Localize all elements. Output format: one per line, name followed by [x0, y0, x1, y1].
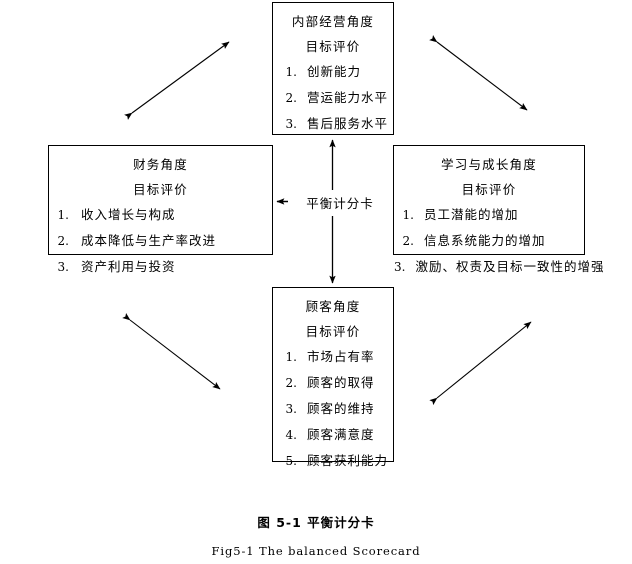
perspective-box-learning[interactable]: 学习与成长角度 目标评价 1. 员工潜能的增加 2. 信息系统能力的增加 3. … [393, 145, 603, 274]
item-number: 1. [402, 208, 414, 222]
item-text: 顾客获利能力 [307, 453, 389, 468]
item-number: 2. [285, 91, 297, 105]
item-text: 收入增长与构成 [81, 207, 176, 222]
perspective-item-list-financial: 1. 收入增长与构成 2. 成本降低与生产率改进 3. 资产利用与投资 [49, 202, 272, 280]
list-item: 1. 收入增长与构成 [49, 202, 272, 228]
item-text: 营运能力水平 [307, 90, 389, 105]
list-item: 1. 员工潜能的增加 [394, 202, 584, 228]
item-number: 4. [285, 428, 297, 442]
item-number: 5. [285, 454, 297, 468]
perspective-subheading-financial: 目标评价 [133, 182, 188, 197]
list-item: 2. 信息系统能力的增加 [394, 228, 584, 254]
item-text: 资产利用与投资 [81, 259, 176, 274]
list-item: 1. 市场占有率 [273, 344, 393, 370]
list-item: 4. 顾客满意度 [273, 422, 393, 448]
item-text: 售后服务水平 [307, 116, 389, 131]
item-text: 成本降低与生产率改进 [81, 233, 217, 248]
figure-caption: 图 5-1 平衡计分卡 Fig5-1 The balanced Scorecar… [0, 512, 632, 558]
list-item: 2. 营运能力水平 [273, 85, 393, 111]
list-item: 3. 顾客的维持 [273, 396, 393, 422]
perspective-item-list-internal: 1. 创新能力 2. 营运能力水平 3. 售后服务水平 [273, 59, 393, 137]
list-item: 2. 成本降低与生产率改进 [49, 228, 272, 254]
perspective-subheading-customer: 目标评价 [305, 324, 361, 339]
item-text: 顾客的维持 [307, 401, 375, 416]
perspective-subheading-internal: 目标评价 [305, 39, 361, 54]
perspective-box-financial[interactable]: 财务角度 目标评价 1. 收入增长与构成 2. 成本降低与生产率改进 3. 资产… [48, 145, 273, 274]
center-label-balanced-scorecard: 平衡计分卡 [288, 193, 392, 212]
item-number: 1. [57, 208, 69, 222]
list-item: 3. 售后服务水平 [273, 111, 393, 137]
perspective-heading-internal: 内部经营角度 [291, 14, 375, 29]
perspective-box-internal[interactable]: 内部经营角度 目标评价 1. 创新能力 2. 营运能力水平 3. 售后服务水平 [272, 2, 394, 135]
item-text: 市场占有率 [307, 349, 375, 364]
connector-financial-to-customer [122, 312, 221, 390]
list-item: 2. 顾客的取得 [273, 370, 393, 396]
perspective-heading-customer: 顾客角度 [305, 299, 361, 314]
item-number: 3. [285, 117, 297, 131]
list-item: 3. 资产利用与投资 [49, 254, 272, 280]
item-text: 信息系统能力的增加 [424, 233, 546, 248]
item-text: 员工潜能的增加 [424, 207, 519, 222]
item-text: 创新能力 [307, 64, 362, 79]
item-text: 激励、权责及目标一致性的增强 [415, 259, 605, 274]
figure-caption-chinese: 图 5-1 平衡计分卡 [257, 515, 375, 530]
item-number: 3. [394, 260, 406, 274]
list-item: 1. 创新能力 [273, 59, 393, 85]
perspective-item-list-customer: 1. 市场占有率 2. 顾客的取得 3. 顾客的维持 4. 顾客满意度 5. 顾… [273, 344, 393, 474]
perspective-heading-financial: 财务角度 [133, 157, 188, 172]
item-number: 2. [285, 376, 297, 390]
connector-financial-to-internal [124, 41, 230, 120]
figure-caption-english: Fig5-1 The balanced Scorecard [211, 544, 421, 558]
perspective-item-list-learning: 1. 员工潜能的增加 2. 信息系统能力的增加 3. 激励、权责及目标一致性的增… [394, 202, 603, 280]
item-number: 3. [285, 402, 297, 416]
list-item: 5. 顾客获利能力 [273, 448, 393, 474]
list-item: 3. 激励、权责及目标一致性的增强 [394, 254, 603, 280]
item-number: 2. [402, 234, 414, 248]
perspective-box-customer[interactable]: 顾客角度 目标评价 1. 市场占有率 2. 顾客的取得 3. 顾客的维持 4. … [272, 287, 394, 468]
connector-internal-to-learning [429, 34, 528, 111]
item-text: 顾客的取得 [307, 375, 375, 390]
item-number: 3. [57, 260, 69, 274]
item-number: 1. [285, 350, 297, 364]
item-number: 1. [285, 65, 297, 79]
perspective-subheading-learning: 目标评价 [461, 182, 517, 197]
item-number: 2. [57, 234, 69, 248]
perspective-heading-learning: 学习与成长角度 [441, 157, 537, 172]
item-text: 顾客满意度 [307, 427, 375, 442]
connector-customer-to-learning [429, 321, 532, 406]
